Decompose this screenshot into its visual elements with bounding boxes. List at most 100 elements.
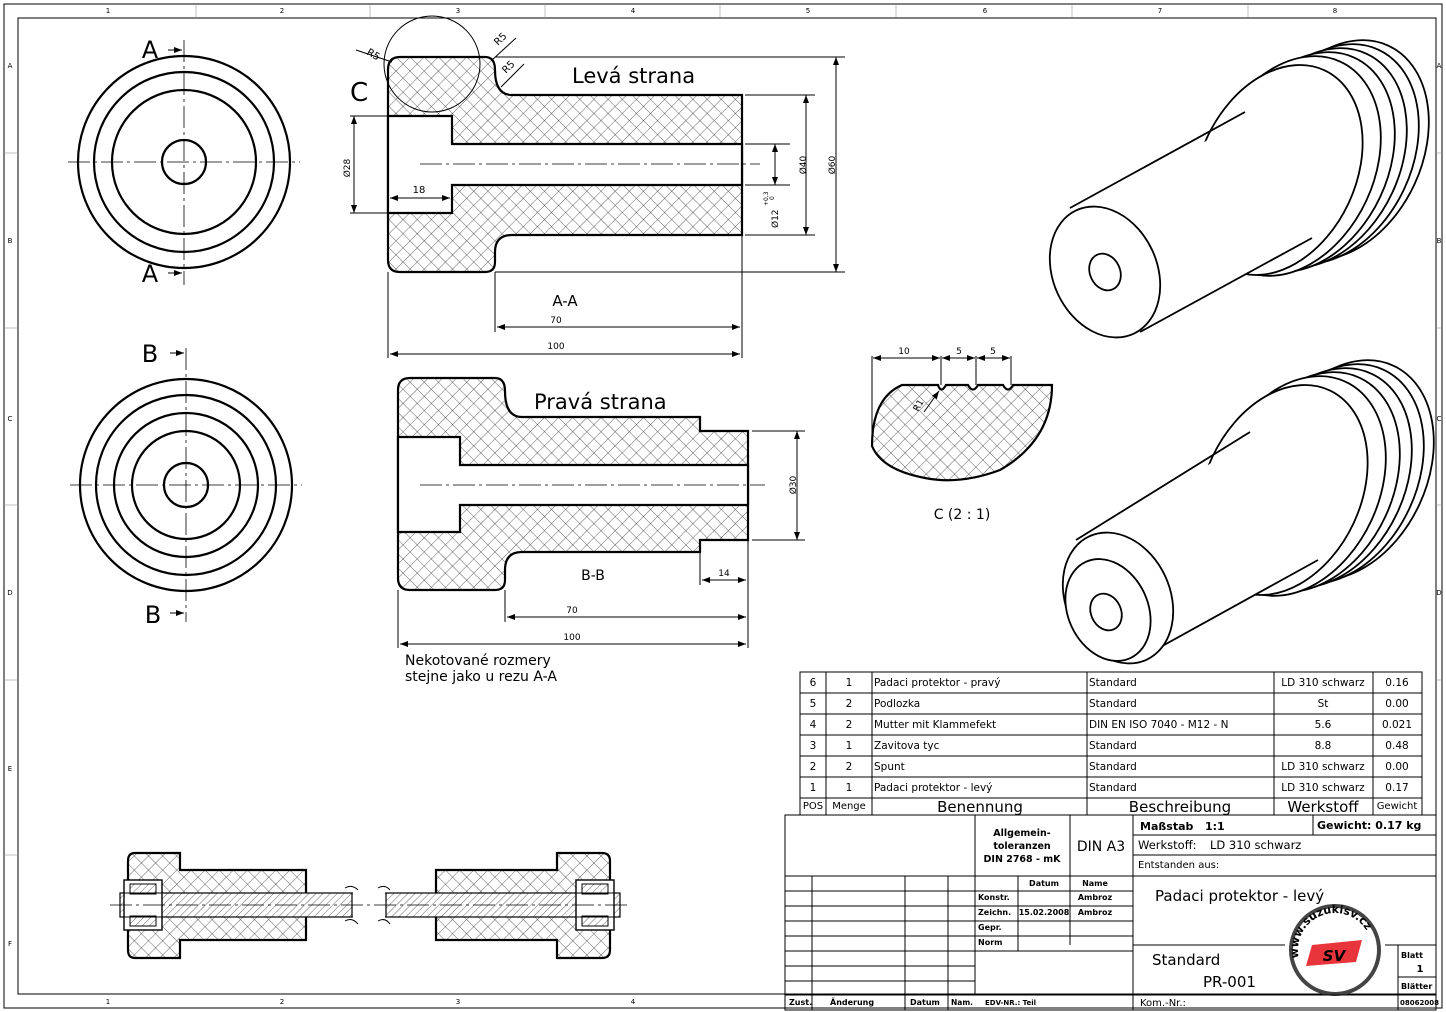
isometric-view-left-part	[1048, 39, 1430, 339]
bom-cell-weight: 0.00	[1385, 698, 1408, 710]
dimension-5: 5	[956, 347, 962, 357]
bom-cell-qty: 2	[846, 719, 853, 731]
section-label-a: A	[142, 260, 159, 288]
bom-cell-weight: 0.17	[1385, 782, 1408, 794]
dimension-18: 18	[413, 185, 426, 196]
bom-header-weight: Gewicht	[1377, 801, 1418, 812]
konstr-name: Ambroz	[1078, 893, 1113, 902]
bom-cell-qty: 2	[846, 698, 853, 710]
zone-label: A	[1437, 62, 1442, 70]
edv-number: EDV-NR.: Teil	[985, 999, 1036, 1007]
revision-name: Nam.	[951, 998, 973, 1007]
tolerance-upper: +0,3	[763, 191, 770, 206]
bom-cell-material: LD 310 schwarz	[1281, 782, 1365, 794]
bom-cell-name: Podlozka	[874, 698, 920, 710]
watermark-logo-text: SV	[1323, 947, 1347, 965]
zone-label: 1	[106, 7, 110, 15]
bom-cell-pos: 2	[810, 761, 817, 773]
dimension-d60: Ø60	[827, 155, 838, 174]
dimension-70: 70	[550, 316, 562, 326]
bom-cell-name: Padaci protektor - pravý	[874, 677, 1000, 689]
bom-cell-name: Mutter mit Klammefekt	[874, 719, 996, 731]
column-name: Name	[1082, 879, 1108, 888]
zone-label: B	[1437, 237, 1442, 245]
dimension-70: 70	[566, 606, 578, 616]
dimension-5: 5	[990, 347, 996, 357]
detail-circle-c	[383, 15, 481, 113]
revision-zust: Zust.	[789, 998, 812, 1007]
bom-cell-qty: 1	[846, 677, 853, 689]
bom-cell-desc: Standard	[1089, 740, 1137, 752]
bom-cell-material: 8.8	[1315, 740, 1332, 752]
section-label-bb: B-B	[581, 568, 605, 584]
isometric-view-right-part	[1061, 359, 1435, 665]
bom-cell-qty: 1	[846, 740, 853, 752]
zone-label: 6	[983, 7, 988, 15]
bom-cell-name: Spunt	[874, 761, 905, 773]
row-konstr: Konstr.	[978, 893, 1010, 902]
standard-label: Standard	[1152, 951, 1220, 969]
bom-row: 4 2 Mutter mit Klammefekt DIN EN ISO 7040 -…	[810, 719, 1412, 731]
bom-cell-material: LD 310 schwarz	[1281, 761, 1365, 773]
zone-label: D	[7, 589, 12, 597]
zone-label: 2	[280, 998, 284, 1006]
sheets-label: Blätter	[1401, 982, 1432, 991]
bom-cell-desc: DIN EN ISO 7040 - M12 - N	[1089, 719, 1229, 731]
tolerance-lower: 0	[769, 196, 776, 200]
zone-label: C	[1437, 415, 1442, 423]
bom-cell-name: Padaci protektor - levý	[874, 782, 992, 794]
zone-label: 2	[280, 7, 284, 15]
bom-header-material: Werkstoff	[1287, 798, 1359, 816]
bom-cell-material: 5.6	[1315, 719, 1332, 731]
dimension-d40: Ø40	[798, 155, 809, 174]
weight-value: Gewicht: 0.17 kg	[1317, 819, 1421, 832]
zone-label: 4	[631, 998, 636, 1006]
drawing-title: Padaci protektor - levý	[1155, 887, 1324, 905]
zeichn-date: 15.02.2008	[1019, 908, 1070, 917]
section-title-left: Levá strana	[572, 64, 695, 88]
origin-label: Entstanden aus:	[1138, 860, 1219, 871]
tolerances-line-3: DIN 2768 - mK	[984, 854, 1062, 865]
paper-format: DIN A3	[1077, 839, 1125, 855]
bom-cell-weight: 0.00	[1385, 761, 1408, 773]
tolerances-line-2: toleranzen	[993, 841, 1051, 852]
end-view-b: B B	[70, 340, 302, 629]
column-date: Datum	[1029, 879, 1059, 888]
section-title-right: Pravá strana	[534, 390, 667, 414]
zone-label: A	[8, 62, 13, 70]
sheets-value: 08062008	[1400, 999, 1439, 1007]
detail-label: C (2 : 1)	[934, 507, 991, 523]
zone-label: C	[8, 415, 13, 423]
radius-label: R5	[492, 31, 509, 48]
section-label-b: B	[145, 601, 161, 629]
row-norm: Norm	[978, 938, 1002, 947]
bom-header-desc: Beschreibung	[1129, 798, 1231, 816]
watermark-logo: www.suzukisv.cz SV	[1288, 903, 1381, 996]
section-label-b: B	[142, 340, 158, 368]
zone-label: E	[8, 765, 12, 773]
assembly-view	[110, 851, 630, 960]
zone-label: 3	[456, 998, 460, 1006]
bom-header-pos: POS	[803, 801, 823, 812]
dimension-d30: Ø30	[788, 475, 799, 494]
bom-cell-weight: 0.021	[1382, 719, 1412, 731]
drawing-frame: 1 2 3 4 5 6 7 8 1 2 3 4 A B C D E F A B …	[3, 3, 1443, 1009]
dimension-d12: Ø12	[770, 209, 781, 228]
bom-cell-pos: 3	[810, 740, 817, 752]
note-line-2: stejne jako u rezu A-A	[405, 669, 557, 685]
zone-label: 8	[1333, 7, 1337, 15]
scale-value: 1:1	[1205, 820, 1225, 833]
zone-label: 3	[456, 7, 460, 15]
section-a-a: C Levá strana R5 R5 R5 Ø28 18 Ø12 +0,3 0…	[342, 15, 845, 358]
bom-header-qty: Menge	[832, 801, 866, 812]
title-block: Allgemein- toleranzen DIN 2768 - mK DIN …	[784, 814, 1439, 1011]
revision-change: Änderung	[830, 997, 874, 1007]
bom-cell-pos: 4	[810, 719, 817, 731]
sheet-label: Blatt	[1401, 951, 1423, 960]
dimension-100: 100	[563, 633, 580, 643]
